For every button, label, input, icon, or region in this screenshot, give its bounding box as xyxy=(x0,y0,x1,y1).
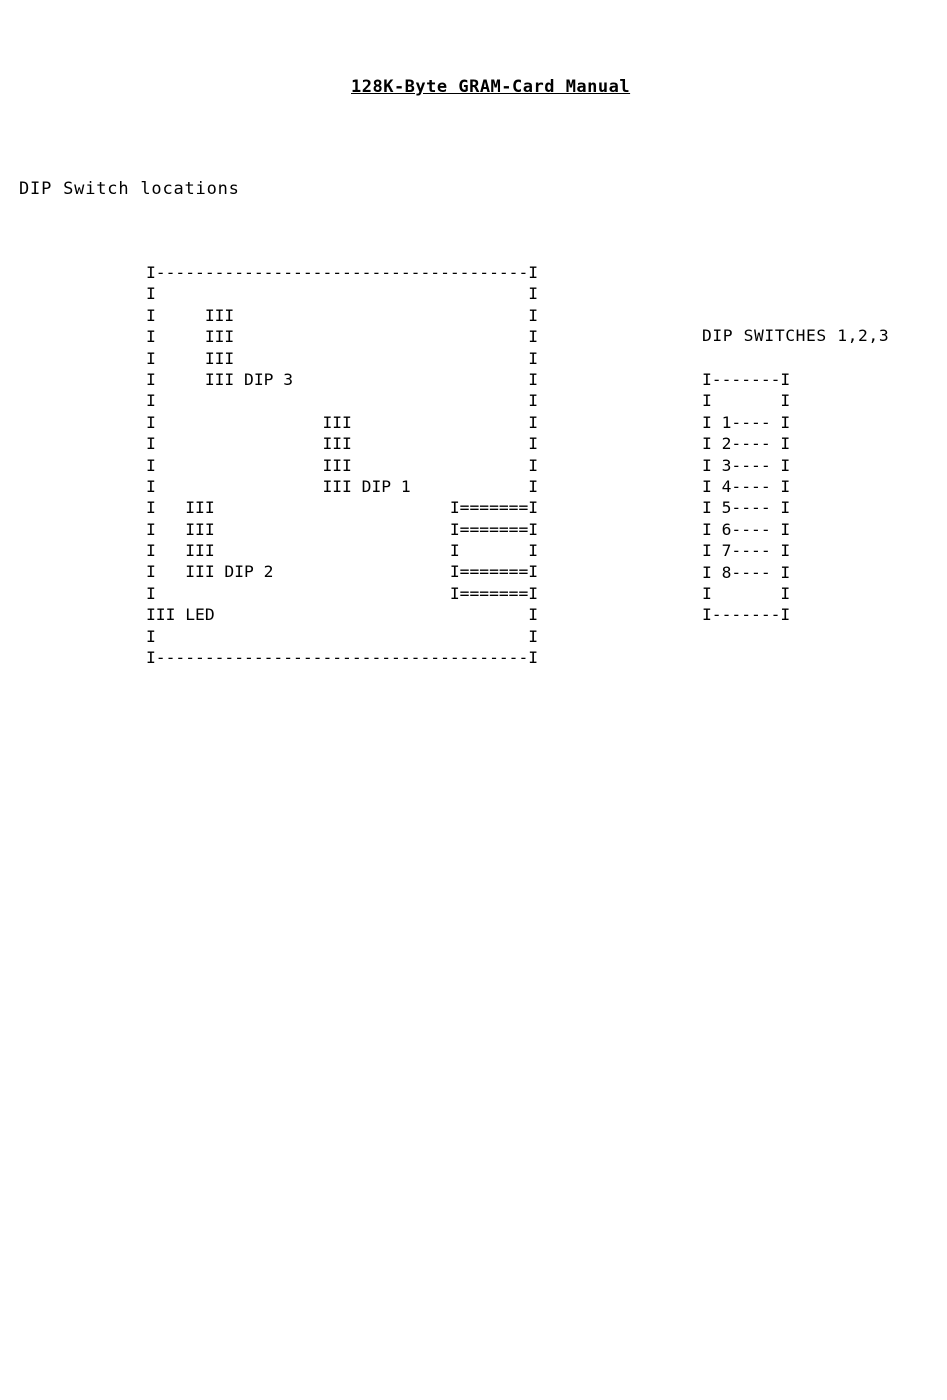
board-diagram-line: I III I I xyxy=(146,541,539,561)
switch-diagram-line: I 7---- I xyxy=(702,541,791,561)
board-diagram-line: I I=======I xyxy=(146,583,539,603)
switch-diagram-line: I 4---- I xyxy=(702,476,791,496)
board-diagram-line: I III DIP 3 I xyxy=(146,369,539,389)
board-layout-diagram: I--------------------------------------I… xyxy=(146,262,538,668)
switch-diagram-line: I-------I xyxy=(702,370,791,389)
board-diagram-line: III LED I xyxy=(146,605,539,625)
section-heading: DIP Switch locations xyxy=(19,179,240,199)
board-diagram-line: I III I=======I xyxy=(146,519,539,539)
board-diagram-line: I III DIP 1 I xyxy=(146,476,539,496)
switch-diagram-line: I 6---- I xyxy=(702,519,791,539)
board-diagram-line: I I xyxy=(146,284,539,304)
board-diagram-line: I--------------------------------------I xyxy=(146,648,539,668)
board-diagram-line: I--------------------------------------I xyxy=(146,263,539,282)
switch-diagram-line: I I xyxy=(702,583,791,603)
board-diagram-line: I III I xyxy=(146,412,539,432)
board-diagram-line: I III I xyxy=(146,348,539,368)
board-diagram-line: I III I xyxy=(146,455,539,475)
board-diagram-line: I III I xyxy=(146,305,539,325)
switch-diagram-line: I 8---- I xyxy=(702,562,791,582)
dip-switches-heading: DIP SWITCHES 1,2,3 xyxy=(702,326,890,345)
board-diagram-line: I I xyxy=(146,626,539,646)
switch-diagram-line: I 1---- I xyxy=(702,412,791,432)
switch-diagram-line: I 2---- I xyxy=(702,434,791,454)
board-diagram-line: I I xyxy=(146,391,539,411)
switch-diagram-line: I 3---- I xyxy=(702,455,791,475)
board-diagram-line: I III I xyxy=(146,327,539,347)
board-diagram-line: I III DIP 2 I=======I xyxy=(146,562,539,582)
page-title: 128K-Byte GRAM-Card Manual xyxy=(351,77,631,97)
board-diagram-line: I III I xyxy=(146,434,539,454)
switch-diagram-line: I I xyxy=(702,391,791,411)
board-diagram-line: I III I=======I xyxy=(146,498,539,518)
switch-diagram-line: I-------I xyxy=(702,605,791,625)
switch-diagram-line: I 5---- I xyxy=(702,498,791,518)
